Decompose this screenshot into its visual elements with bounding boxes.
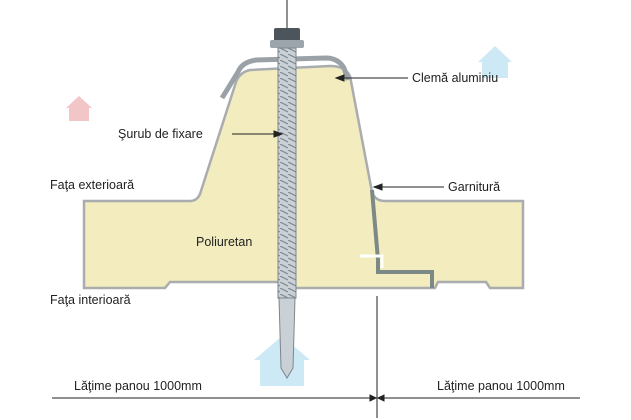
leader-lines [52, 74, 580, 418]
label-clema: Clemă aluminiu [412, 71, 499, 85]
panel-foam [82, 64, 525, 290]
label-fata-interioara: Faţa interioară [50, 293, 131, 307]
watermark-house-icon [66, 96, 92, 121]
label-garnitura: Garnitură [448, 180, 501, 194]
fixing-screw [270, 0, 304, 379]
label-fata-exterioara: Faţa exterioară [50, 178, 135, 192]
label-latime-right: Lăţime panou 1000mm [437, 379, 565, 393]
label-surub: Şurub de fixare [118, 127, 203, 141]
gasket [370, 189, 434, 288]
label-latime-left: Lăţime panou 1000mm [74, 379, 202, 393]
label-poliuretan: Poliuretan [196, 235, 253, 249]
